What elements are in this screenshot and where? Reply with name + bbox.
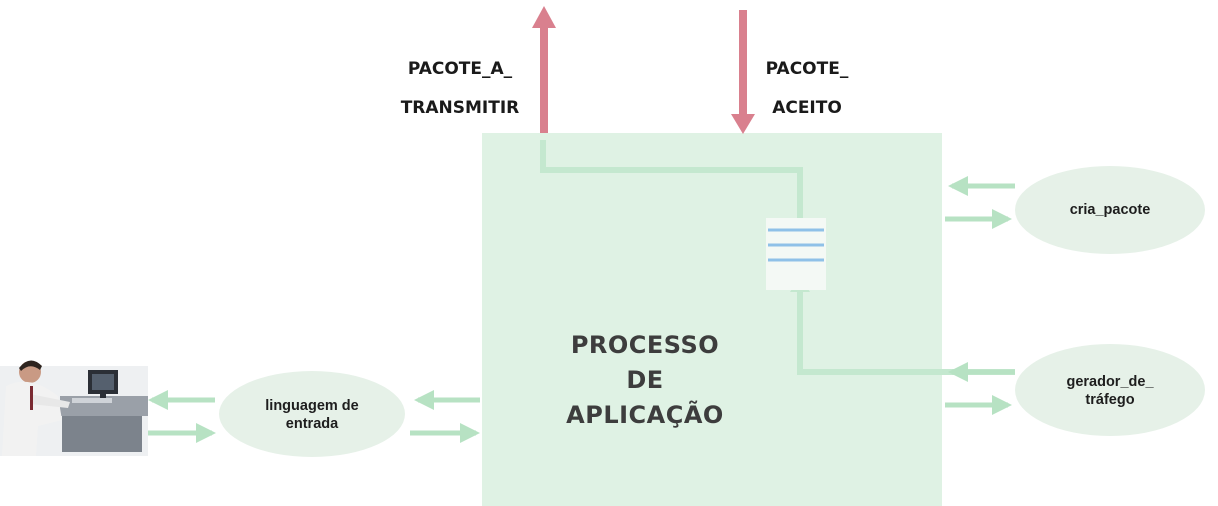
- label-pacote-a-transmitir-line2: TRANSMITIR: [380, 99, 540, 119]
- process-title-line1: PROCESSO: [520, 328, 770, 363]
- label-pacote-a-transmitir-line1: PACOTE_A_: [380, 60, 540, 80]
- process-box: [482, 133, 942, 506]
- input-language-line1: linguagem de: [230, 397, 394, 415]
- input-language-label: linguagem de entrada: [230, 397, 394, 433]
- user-computer-illustration: [0, 360, 148, 456]
- traffic-gen-line1: gerador_de_: [1030, 373, 1190, 391]
- packet-creator-text: cria_pacote: [1030, 201, 1190, 219]
- label-pacote-aceito-line2: ACEITO: [752, 99, 862, 119]
- traffic-gen-line2: tráfego: [1030, 391, 1190, 409]
- label-pacote-aceito-line1: PACOTE_: [752, 60, 862, 80]
- process-title-line2: DE: [520, 363, 770, 398]
- packet-creator-label: cria_pacote: [1030, 201, 1190, 219]
- label-pacote-a-transmitir: PACOTE_A_ TRANSMITIR: [380, 40, 540, 138]
- process-title-line3: APLICAÇÃO: [520, 398, 770, 433]
- input-language-line2: entrada: [230, 415, 394, 433]
- label-pacote-aceito: PACOTE_ ACEITO: [752, 40, 862, 138]
- process-title: PROCESSO DE APLICAÇÃO: [520, 328, 770, 432]
- traffic-gen-label: gerador_de_ tráfego: [1030, 373, 1190, 409]
